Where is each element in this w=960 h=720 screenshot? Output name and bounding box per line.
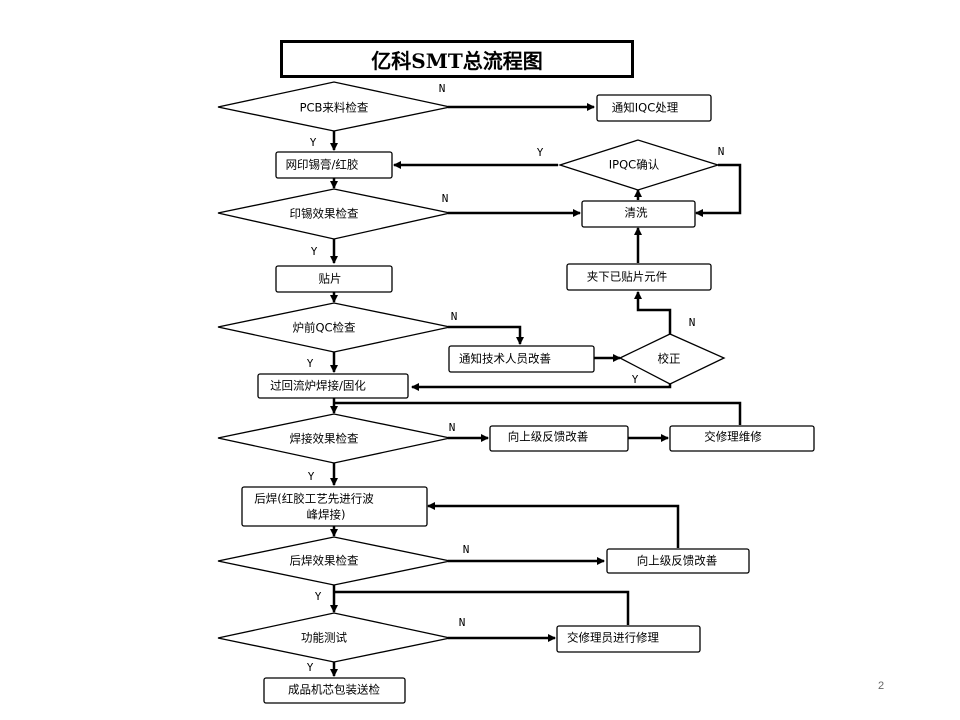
chart-title: 亿科SMT总流程图 — [280, 40, 634, 78]
label-n-soldercheck: N — [449, 421, 456, 434]
text-post-solder-line1: 后焊(红胶工艺先进行波 — [254, 492, 374, 506]
text-notify-iqc: 通知IQC处理 — [612, 101, 679, 115]
decision-function-test — [217, 612, 451, 663]
label-y-preqc: Y — [307, 357, 314, 370]
text-post-solder-line2: 峰焊接) — [307, 508, 346, 522]
decision-ipqc-confirm — [557, 139, 721, 191]
edge-repair-return — [334, 401, 742, 425]
edge-ipqc-no — [695, 163, 742, 217]
text-reflow: 过回流炉焊接/固化 — [270, 379, 366, 393]
label-y-ipqc: Y — [537, 146, 544, 159]
text-pre-oven-qc: 炉前QC检查 — [292, 321, 356, 335]
box-repair-staff — [556, 625, 701, 653]
label-n-func: N — [459, 616, 466, 629]
edge-repairstaff-return — [334, 590, 630, 625]
text-clean: 清洗 — [625, 206, 648, 220]
text-ipqc-confirm: IPQC确认 — [609, 158, 660, 172]
box-print-paste — [275, 151, 393, 179]
box-repair-maint — [669, 425, 815, 452]
label-n-correct: N — [689, 316, 696, 329]
text-pcb-check: PCB来料检查 — [300, 101, 369, 115]
box-mount — [275, 265, 393, 293]
label-n-pcb: N — [439, 82, 446, 95]
box-notify-tech — [448, 345, 595, 373]
label-n-printcheck: N — [442, 192, 449, 205]
box-feedback-up-2 — [606, 548, 750, 574]
text-solder-check: 焊接效果检查 — [290, 432, 359, 446]
box-post-solder — [241, 486, 428, 527]
decision-pre-oven-qc — [217, 302, 451, 353]
text-feedback-up-1: 向上级反馈改善 — [508, 430, 589, 444]
text-repair-maint: 交修理维修 — [704, 430, 762, 444]
box-clean — [581, 200, 696, 228]
text-print-effect-check: 印锡效果检查 — [290, 207, 359, 221]
edge-feedback2-return — [427, 502, 680, 548]
text-correct: 校正 — [658, 352, 681, 366]
text-print-paste: 网印锡膏/红胶 — [286, 158, 359, 172]
decision-post-solder — [217, 536, 451, 586]
text-mount: 贴片 — [319, 272, 342, 286]
label-y-soldercheck: Y — [308, 470, 315, 483]
decision-correct — [618, 333, 726, 385]
text-feedback-up-2: 向上级反馈改善 — [637, 554, 718, 568]
label-y-postcheck: Y — [315, 590, 322, 603]
box-remove-parts — [566, 263, 712, 291]
label-n-ipqc: N — [718, 145, 725, 158]
decision-solder-effect — [217, 413, 451, 464]
box-reflow — [257, 373, 409, 399]
label-y-func: Y — [307, 661, 314, 674]
text-remove-parts: 夹下已贴片元件 — [587, 270, 668, 284]
text-post-solder-check: 后焊效果检查 — [290, 554, 359, 568]
decision-pcb-check — [217, 81, 451, 132]
box-notify-iqc — [596, 94, 712, 122]
text-function-test: 功能测试 — [301, 631, 347, 645]
label-n-preqc: N — [451, 310, 458, 323]
label-n-postcheck: N — [463, 543, 470, 556]
connectors — [330, 103, 742, 677]
edge-preqc-no — [448, 325, 524, 345]
page-number: 2 — [878, 680, 885, 692]
box-feedback-up-1 — [489, 425, 629, 452]
label-y-pcb: Y — [310, 136, 317, 149]
decision-print-effect — [217, 188, 451, 240]
label-y-correct: Y — [632, 373, 639, 386]
edge-correct-no — [634, 291, 672, 334]
box-package — [263, 677, 406, 704]
text-notify-tech: 通知技术人员改善 — [459, 352, 551, 366]
label-y-printcheck: Y — [311, 245, 318, 258]
text-repair-staff: 交修理员进行修理 — [567, 631, 659, 645]
text-package: 成品机芯包装送检 — [288, 683, 380, 697]
